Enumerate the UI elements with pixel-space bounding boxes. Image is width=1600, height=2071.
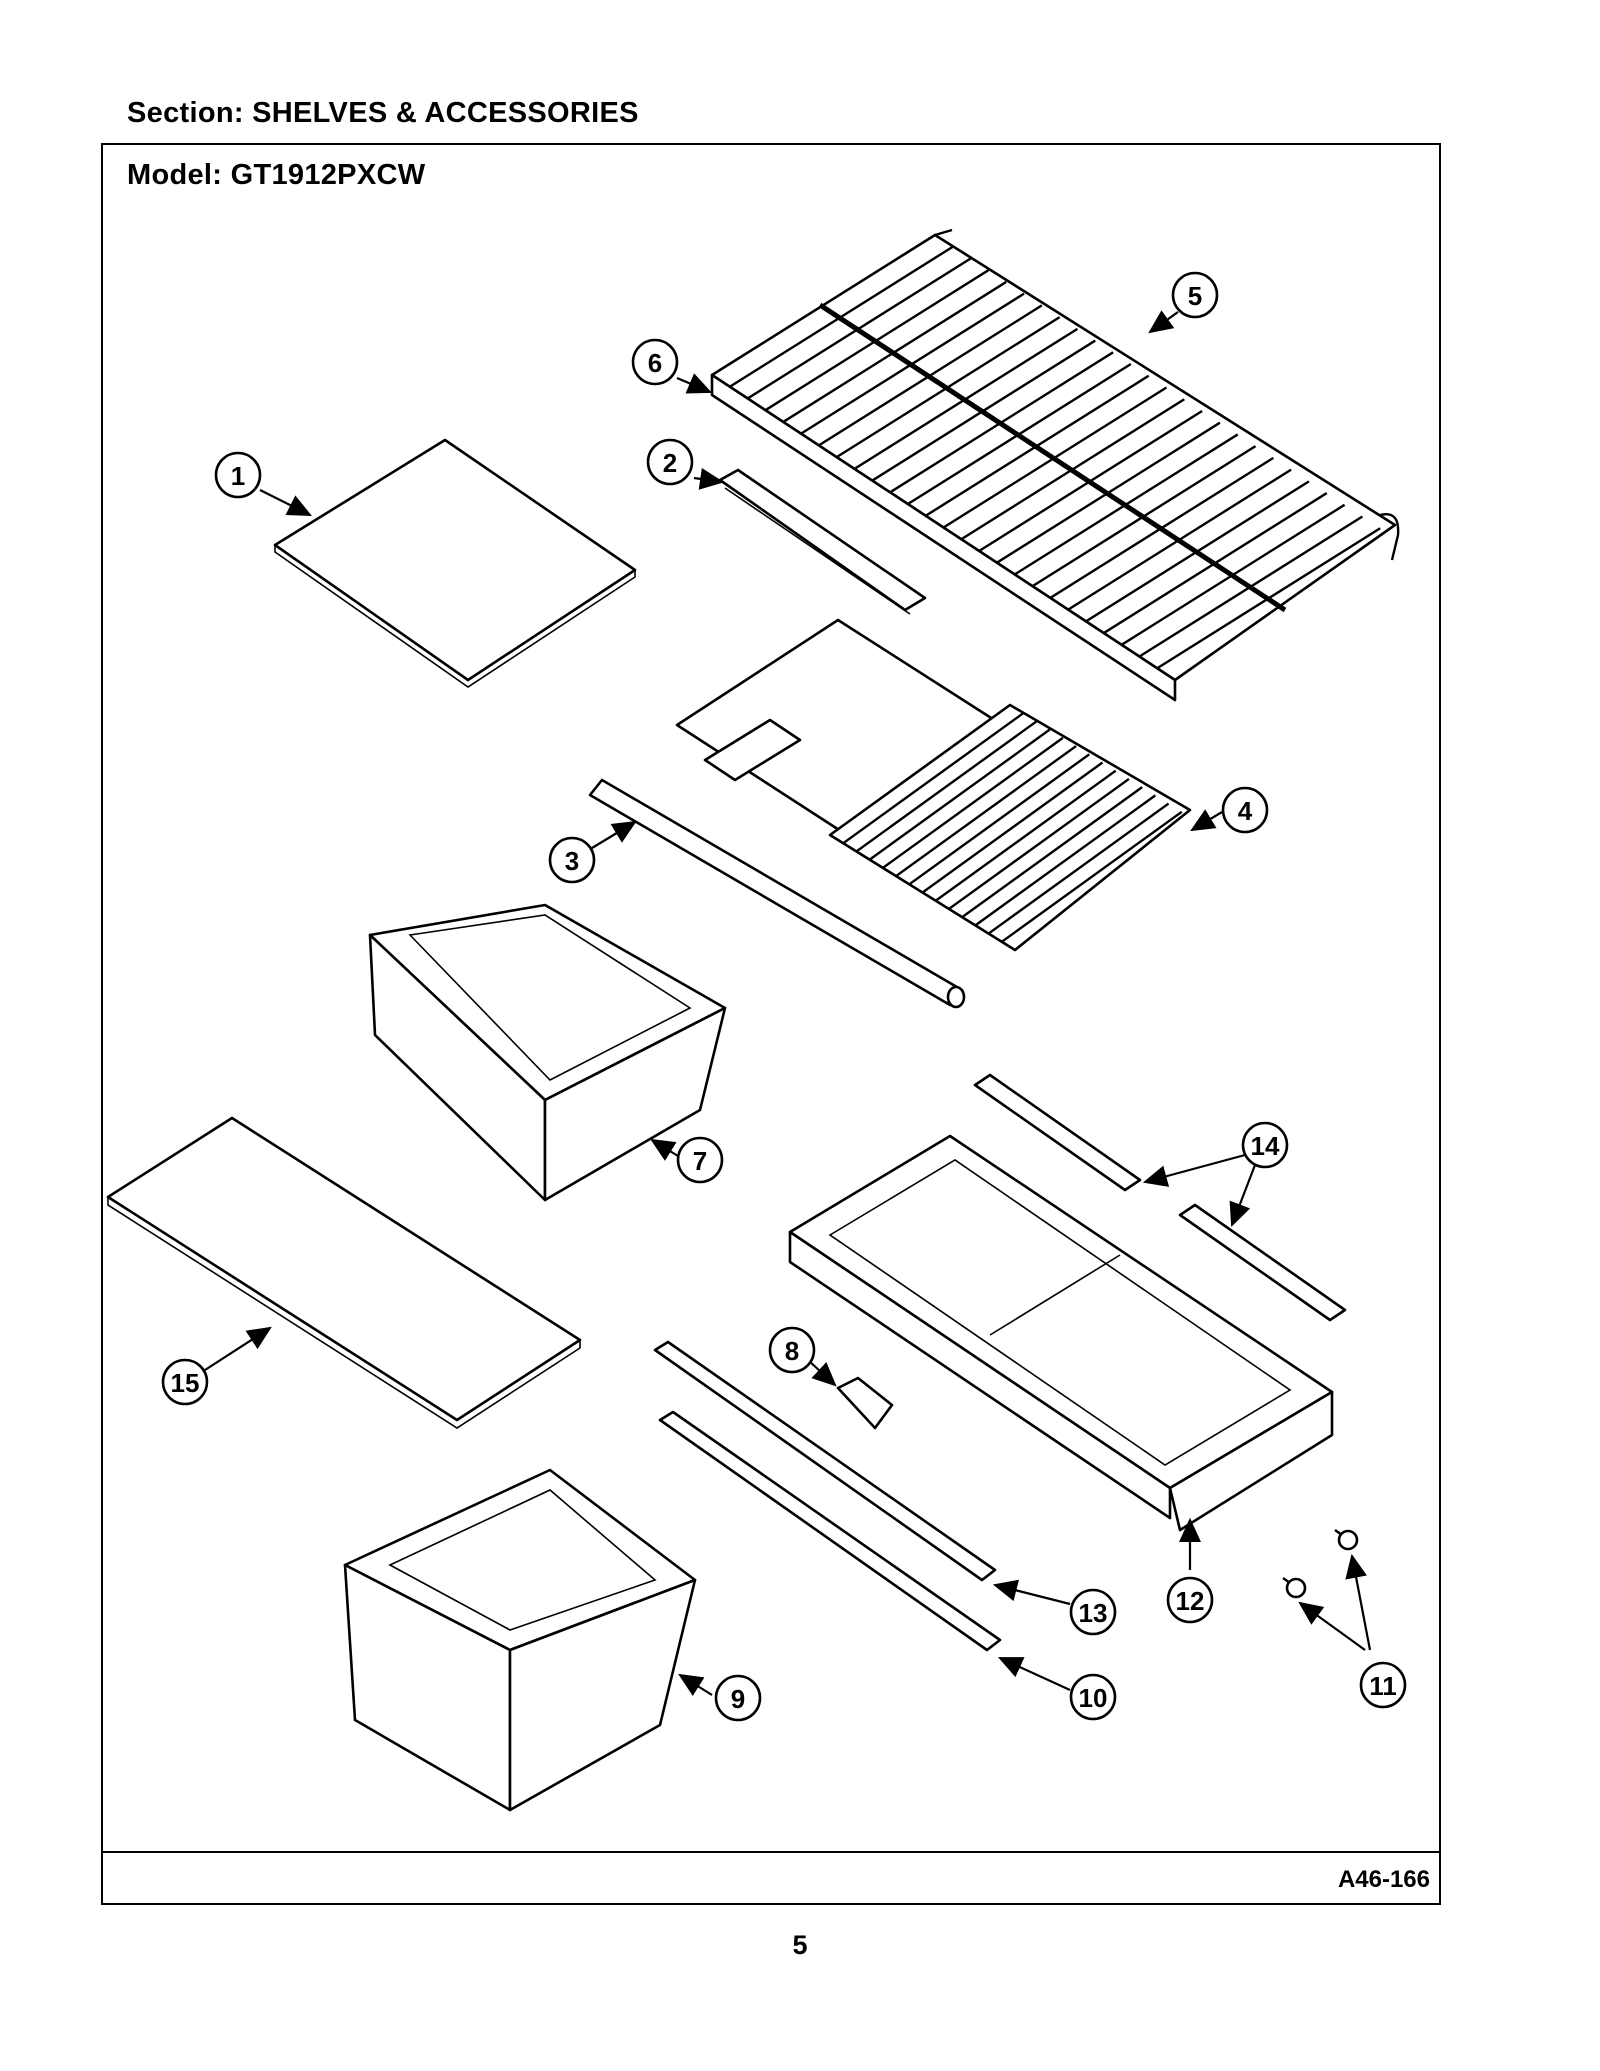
callout-3: 3 (548, 836, 596, 884)
callout-5: 5 (1171, 271, 1219, 319)
callout-4: 4 (1221, 786, 1269, 834)
callout-12-label: 12 (1176, 1586, 1205, 1616)
drawing-code: A46-166 (1337, 1866, 1430, 1893)
shelf-rail-part (718, 468, 927, 615)
section-title: Section: SHELVES & ACCESSORIES (127, 97, 639, 129)
bracket-part (836, 1376, 894, 1430)
callout-6: 6 (631, 338, 679, 386)
callout-4-label: 4 (1238, 796, 1253, 826)
callout-10: 10 (1069, 1673, 1117, 1721)
callout-5-label: 5 (1188, 281, 1202, 311)
callout-14: 14 (1241, 1121, 1289, 1169)
callout-2: 2 (646, 438, 694, 486)
wire-shelf-part (710, 228, 1400, 702)
callout-15-label: 15 (171, 1368, 200, 1398)
long-glass-panel-part (106, 1116, 582, 1429)
callout-7: 7 (676, 1136, 724, 1184)
deli-drawer-part (343, 1468, 697, 1812)
callout-12: 12 (1166, 1576, 1214, 1624)
callout-6-label: 6 (648, 348, 662, 378)
long-channel-part (653, 1340, 1002, 1652)
page-number: 5 (792, 1930, 808, 1960)
callout-9: 9 (714, 1674, 762, 1722)
diagram-frame (101, 143, 1441, 1905)
callout-11-label: 11 (1369, 1671, 1397, 1701)
tube-trim-part (588, 778, 966, 1009)
leader-lines (204, 310, 1372, 1696)
callout-8-label: 8 (785, 1336, 799, 1366)
cover-end-cap-part (973, 1073, 1347, 1322)
callout-9-label: 9 (731, 1684, 745, 1714)
footer-divider (101, 1851, 1441, 1853)
cantilever-shelf-part (675, 618, 1192, 952)
callout-8: 8 (768, 1326, 816, 1374)
callout-13: 13 (1069, 1588, 1117, 1636)
crisper-pan-part (368, 903, 727, 1202)
callout-7-label: 7 (693, 1146, 707, 1176)
callout-10-label: 10 (1079, 1683, 1108, 1713)
screw-part (1282, 1529, 1359, 1599)
callout-3-label: 3 (565, 846, 579, 876)
callout-14-label: 14 (1251, 1131, 1280, 1161)
callout-15: 15 (161, 1358, 209, 1406)
callout-13-label: 13 (1079, 1598, 1108, 1628)
model-title: Model: GT1912PXCW (127, 159, 426, 191)
callout-1-label: 1 (231, 461, 245, 491)
callout-2-label: 2 (663, 448, 677, 478)
callout-11: 11 (1359, 1661, 1407, 1709)
crisper-cover-part (788, 1134, 1334, 1532)
callout-1: 1 (214, 451, 262, 499)
glass-panel-part (273, 438, 637, 688)
